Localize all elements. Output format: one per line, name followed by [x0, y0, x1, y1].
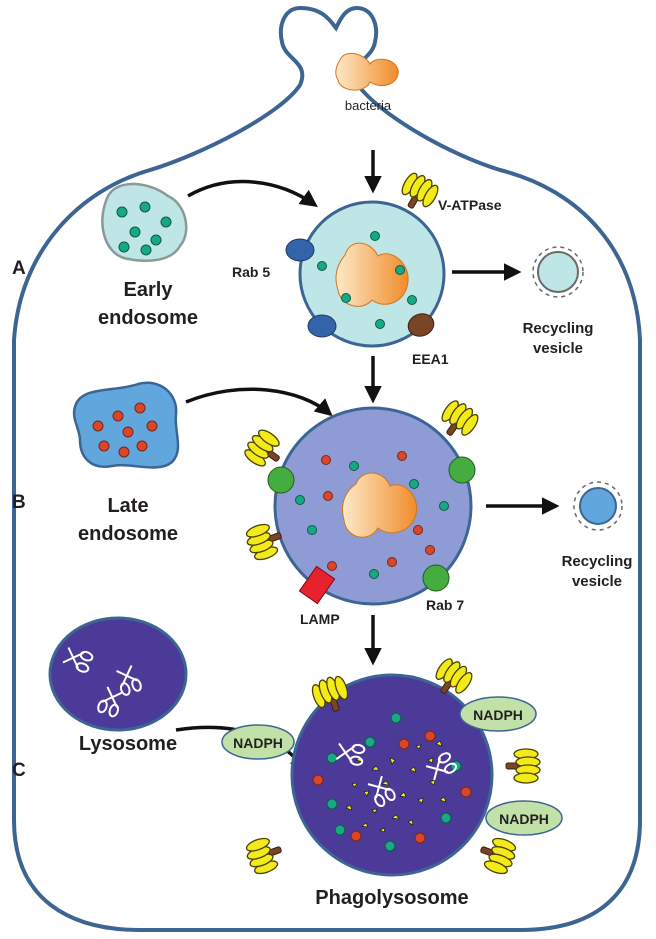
rab7-protein-right-top [448, 456, 476, 484]
nadph-complex-left [221, 724, 295, 760]
nadph-complex-right [485, 800, 563, 836]
recycling-vesicle-1-label-2: vesicle [533, 340, 583, 357]
bacteria-label: bacteria [345, 98, 392, 113]
arrow-late-to-phagosome [185, 387, 333, 417]
nadph-complex-top-right [459, 696, 537, 732]
nadph-top-right-label: NADPH [473, 707, 523, 723]
v-atpase-label: V-ATPase [438, 197, 502, 213]
late-endosome-label-2: endosome [78, 523, 178, 545]
recycling-vesicle-1 [532, 246, 584, 298]
early-phagosome [298, 200, 446, 348]
digested-fragments [345, 740, 447, 833]
recycling-vesicle-1-label-1: Recycling [523, 320, 594, 337]
recycling-vesicle-2-label-1: Recycling [562, 553, 633, 570]
rab7-label: Rab 7 [426, 597, 464, 613]
late-phagosome [273, 406, 473, 606]
recycling-vesicle-2 [573, 481, 623, 531]
lysosome-label: Lysosome [79, 733, 177, 755]
nadph-right-label: NADPH [499, 811, 549, 827]
rab5-protein-top [285, 238, 315, 262]
rab5-protein-bottom [307, 314, 337, 338]
eea1-label: EEA1 [412, 351, 449, 367]
bacteria-icon [335, 52, 399, 91]
stage-a-letter: A [12, 258, 26, 279]
rab7-protein-left [267, 466, 295, 494]
lamp-protein [298, 565, 336, 605]
recycling-vesicle-2-label-2: vesicle [572, 573, 622, 590]
stage-c-letter: C [12, 760, 26, 781]
early-endosome-label-2: endosome [98, 307, 198, 329]
late-endosome [72, 381, 180, 469]
rab5-label: Rab 5 [232, 264, 270, 280]
early-endosome [101, 182, 188, 262]
phagolysosome-label: Phagolysosome [315, 887, 468, 909]
lamp-label: LAMP [300, 611, 340, 627]
late-endosome-label-1: Late [107, 495, 148, 517]
phagolysosome [290, 673, 494, 877]
stage-b-letter: B [12, 492, 26, 513]
arrow-early-to-phagosome [187, 179, 318, 208]
nadph-left-label: NADPH [233, 735, 283, 751]
early-endosome-label-1: Early [124, 279, 174, 301]
eea1-protein [407, 313, 435, 337]
lysosome [48, 616, 188, 732]
rab7-protein-bottom [422, 564, 450, 592]
